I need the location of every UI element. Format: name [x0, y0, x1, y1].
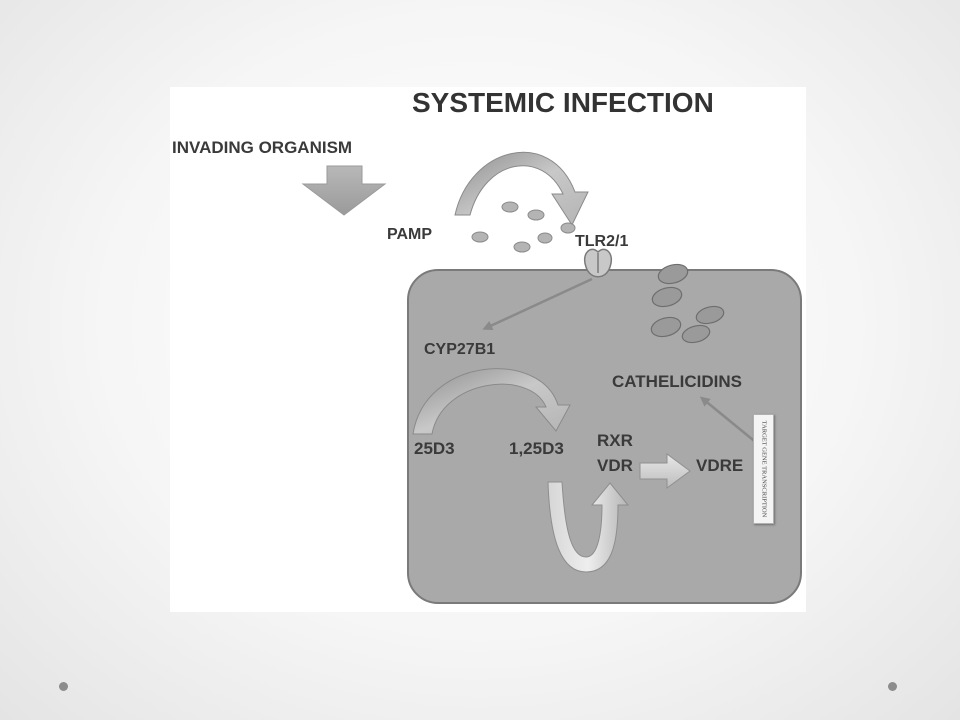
curved-arrow-icon: [454, 151, 589, 227]
vdr-label: VDR: [597, 456, 633, 475]
rxr-label: RXR: [597, 431, 633, 450]
d25-label: 25D3: [414, 439, 455, 458]
diagram-figure: SYSTEMIC INFECTION INVADING ORGANISM PAM…: [170, 87, 806, 612]
tlr-to-cyp-arrow: [482, 277, 593, 331]
slide-dot-left: [59, 682, 68, 691]
bacterium-icon: [650, 263, 725, 344]
down-arrow-icon: [301, 165, 387, 216]
tlr-label: TLR2/1: [575, 233, 629, 250]
slide-dot-right: [888, 682, 897, 691]
diagram-svg: [301, 151, 802, 604]
invading-organism-label: INVADING ORGANISM: [172, 138, 353, 157]
d125-label: 1,25D3: [509, 439, 564, 458]
diagram-title: SYSTEMIC INFECTION: [412, 87, 714, 118]
u-turn-arrow-icon: [547, 481, 630, 573]
cathelicidins-label: CATHELICIDINS: [612, 372, 743, 391]
pamp-label: PAMP: [387, 226, 433, 243]
target-to-cathelicidins-arrow: [699, 396, 759, 445]
pamp-particle-icon: [471, 201, 576, 253]
target-gene-label: TARGET GENE TRANSCRIPTION: [760, 420, 767, 518]
target-gene-box: TARGET GENE TRANSCRIPTION: [753, 414, 774, 524]
vdre-label: VDRE: [696, 456, 744, 475]
cyp27b1-label: CYP27B1: [424, 341, 496, 358]
block-arrow-icon: [639, 453, 691, 489]
receptor-icon: [584, 248, 612, 278]
curved-arrow-icon: [412, 368, 571, 435]
